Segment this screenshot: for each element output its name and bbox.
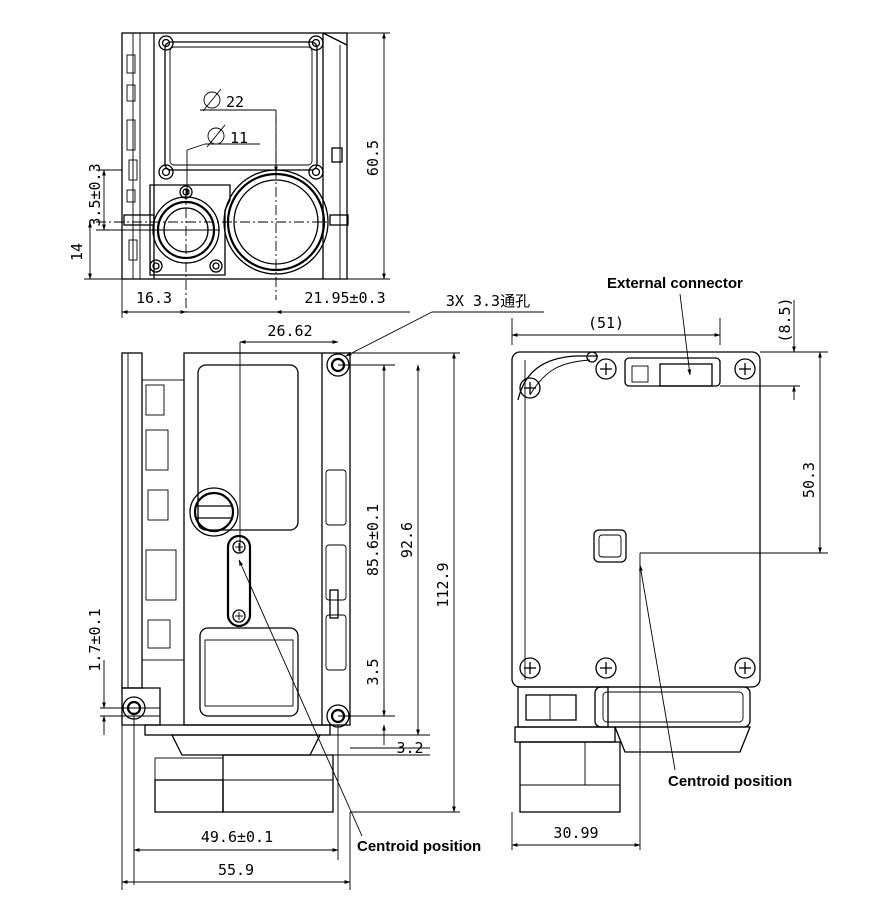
- top-view: 22 11 3.5±0.3 14 60.5 16.3 21.95±0.3 3X …: [68, 32, 544, 357]
- external-connector-label: External connector: [607, 275, 743, 292]
- dim-26-62: 26.62: [267, 322, 312, 340]
- dim-51: (51): [588, 314, 624, 332]
- centroid-label-side: Centroid position: [668, 773, 792, 790]
- dim-85-6: 85.6±0.1: [364, 504, 382, 576]
- dim-1-7: 1.7±0.1: [86, 608, 104, 671]
- dim-30-99: 30.99: [553, 824, 598, 842]
- dim-dia-11: 11: [230, 129, 248, 147]
- dim-16-3: 16.3: [136, 289, 172, 307]
- dim-14: 14: [68, 243, 86, 261]
- dim-112-9: 112.9: [434, 562, 452, 607]
- dim-55-9: 55.9: [218, 861, 254, 879]
- centroid-label-front: Centroid position: [357, 838, 481, 855]
- dim-49-6: 49.6±0.1: [201, 828, 273, 846]
- dim-dia-22: 22: [226, 93, 244, 111]
- holes-note: 3X 3.3通孔: [446, 292, 530, 310]
- top-window: [164, 41, 318, 171]
- side-view: (51) (8.5) 50.3 30.99 External connector…: [511, 275, 828, 850]
- dim-3-5-top: 3.5±0.3: [86, 163, 104, 226]
- dim-21-95: 21.95±0.3: [304, 289, 385, 307]
- front-body: [183, 352, 351, 726]
- top-view-outline: [121, 32, 348, 280]
- dim-60-5: 60.5: [364, 140, 382, 176]
- dim-92-6: 92.6: [398, 522, 416, 558]
- dim-50-3: 50.3: [800, 462, 818, 498]
- centroid-slot: [226, 534, 252, 628]
- dim-3-2: 3.2: [396, 739, 423, 757]
- front-view: 26.62 85.6±0.1 92.6 112.9 3.5 3.2 1.7±0.…: [86, 322, 481, 890]
- dim-3-5-front: 3.5: [364, 658, 382, 685]
- side-body: [511, 351, 761, 688]
- dim-8-5: (8.5): [776, 297, 794, 342]
